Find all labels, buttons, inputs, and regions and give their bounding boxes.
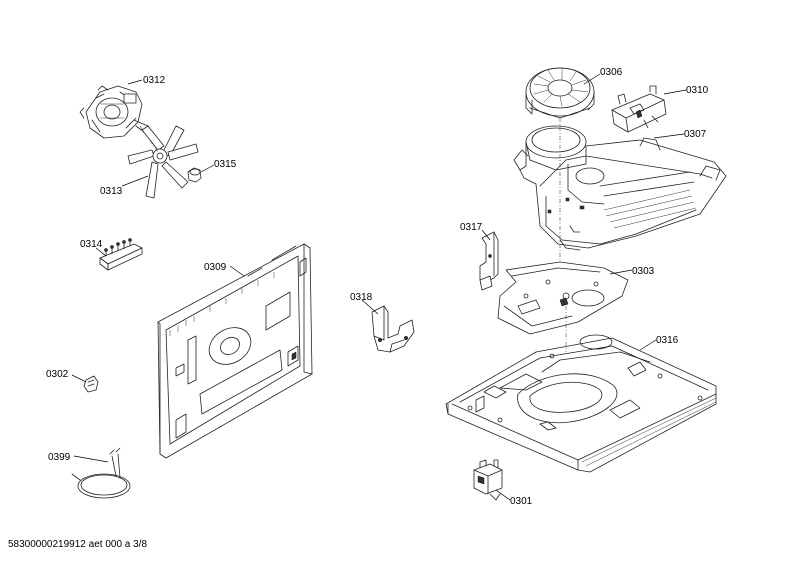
label-0316: 0316 — [656, 335, 679, 346]
label-0315: 0315 — [214, 159, 237, 170]
part-0306-fan-cover[interactable] — [525, 67, 595, 119]
part-0302-plug[interactable] — [83, 375, 99, 393]
part-0301-clamp[interactable] — [473, 459, 503, 501]
document-code: 58300000219912 aet 000 a 3/8 — [8, 539, 148, 550]
label-0306: 0306 — [600, 67, 623, 78]
label-0314: 0314 — [80, 239, 103, 250]
assembly-axis-fan — [139, 125, 159, 153]
part-0399-cable[interactable] — [71, 447, 131, 499]
part-0312-fan-motor[interactable] — [79, 85, 149, 139]
part-0303-plate[interactable] — [497, 261, 629, 335]
label-0317: 0317 — [460, 222, 483, 233]
part-0315-nut[interactable] — [187, 167, 202, 183]
label-0313: 0313 — [100, 186, 123, 197]
part-0317-holder[interactable] — [479, 231, 499, 291]
label-0302: 0302 — [46, 369, 69, 380]
label-0301: 0301 — [510, 496, 533, 507]
part-0307-air-duct[interactable] — [513, 125, 727, 251]
label-0312: 0312 — [143, 75, 166, 86]
label-0399: 0399 — [48, 452, 71, 463]
part-0310-switch[interactable] — [611, 85, 667, 133]
part-0309-rear-panel[interactable] — [157, 243, 313, 459]
part-0316-base-plate[interactable] — [445, 334, 717, 473]
part-0313-fan-wheel[interactable] — [127, 125, 199, 199]
label-0310: 0310 — [686, 85, 709, 96]
label-0307: 0307 — [684, 129, 707, 140]
label-0303: 0303 — [632, 266, 655, 277]
label-0309: 0309 — [204, 262, 227, 273]
part-0314-terminal-block[interactable] — [99, 238, 143, 271]
label-0318: 0318 — [350, 292, 373, 303]
part-0318-bracket[interactable] — [371, 305, 415, 353]
